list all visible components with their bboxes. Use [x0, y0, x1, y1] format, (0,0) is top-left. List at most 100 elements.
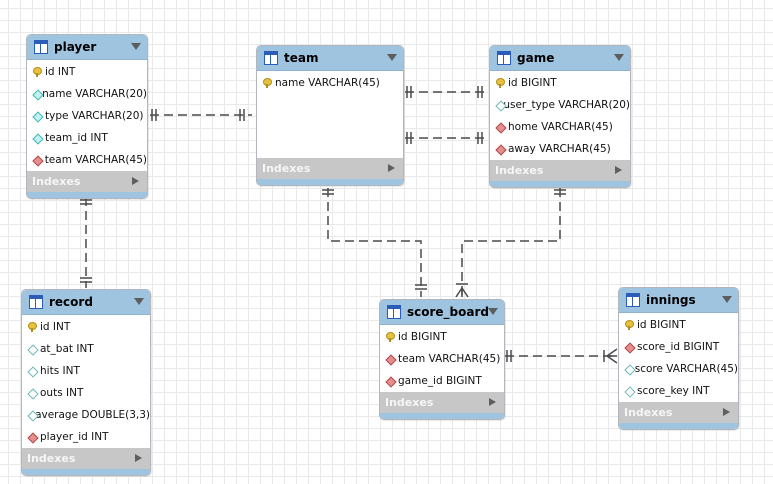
- column-label: id INT: [40, 321, 71, 333]
- collapse-toggle-icon[interactable]: [131, 43, 141, 50]
- collapse-toggle-icon[interactable]: [614, 54, 624, 61]
- table-column[interactable]: team VARCHAR(45): [27, 149, 147, 171]
- column-list: name VARCHAR(45): [257, 71, 403, 158]
- table-icon: [387, 305, 401, 319]
- table-column[interactable]: user_type VARCHAR(20): [490, 94, 630, 116]
- table-header[interactable]: game: [490, 46, 630, 71]
- table-team[interactable]: team name VARCHAR(45) Indexes: [256, 45, 404, 186]
- table-header[interactable]: innings: [619, 288, 738, 313]
- table-column[interactable]: team_id INT: [27, 127, 147, 149]
- table-column[interactable]: id INT: [22, 316, 150, 338]
- expand-indexes-icon[interactable]: [388, 164, 395, 172]
- expand-indexes-icon[interactable]: [135, 454, 142, 462]
- table-column[interactable]: id BIGINT: [619, 314, 738, 336]
- primary-key-icon: [262, 78, 272, 88]
- expand-indexes-icon[interactable]: [489, 398, 496, 406]
- foreign-key-diamond-icon: [32, 155, 42, 165]
- table-column[interactable]: id BIGINT: [380, 326, 504, 348]
- column-label: player_id INT: [40, 431, 109, 443]
- indexes-section[interactable]: Indexes: [257, 158, 403, 179]
- indexes-section[interactable]: Indexes: [619, 402, 738, 423]
- table-score-board[interactable]: score_board id BIGINT team VARCHAR(45) gam…: [379, 299, 505, 420]
- table-header[interactable]: record: [22, 290, 150, 315]
- table-title: score_board: [407, 305, 489, 319]
- table-footer: [490, 181, 630, 187]
- column-label: id BIGINT: [508, 77, 557, 89]
- collapse-toggle-icon[interactable]: [387, 54, 397, 61]
- primary-key-icon: [385, 332, 395, 342]
- expand-indexes-icon[interactable]: [723, 408, 730, 416]
- table-icon: [264, 51, 278, 65]
- table-column[interactable]: team VARCHAR(45): [380, 348, 504, 370]
- column-label: id BIGINT: [398, 331, 447, 343]
- table-column[interactable]: player_id INT: [22, 426, 150, 448]
- table-column[interactable]: score_id BIGINT: [619, 336, 738, 358]
- column-diamond-icon: [624, 386, 634, 396]
- table-footer: [380, 413, 504, 419]
- column-label: score VARCHAR(45): [634, 363, 738, 375]
- column-label: score_id BIGINT: [637, 341, 720, 353]
- table-header[interactable]: score_board: [380, 300, 504, 325]
- table-column[interactable]: average DOUBLE(3,3): [22, 404, 150, 426]
- table-column[interactable]: away VARCHAR(45): [490, 138, 630, 160]
- indexes-label: Indexes: [32, 175, 81, 188]
- collapse-toggle-icon[interactable]: [134, 298, 144, 305]
- column-diamond-icon: [27, 344, 37, 354]
- collapse-toggle-icon[interactable]: [722, 296, 732, 303]
- column-label: average DOUBLE(3,3): [35, 409, 150, 421]
- column-label: game_id BIGINT: [398, 375, 482, 387]
- collapse-toggle-icon[interactable]: [488, 308, 498, 315]
- table-icon: [29, 295, 43, 309]
- table-footer: [619, 423, 738, 429]
- indexes-section[interactable]: Indexes: [27, 171, 147, 192]
- table-column[interactable]: score_key INT: [619, 380, 738, 402]
- table-column[interactable]: game_id BIGINT: [380, 370, 504, 392]
- table-column[interactable]: outs INT: [22, 382, 150, 404]
- column-list: id BIGINT team VARCHAR(45) game_id BIGINT: [380, 325, 504, 392]
- table-header[interactable]: player: [27, 35, 147, 60]
- table-innings[interactable]: innings id BIGINT score_id BIGINT score VA…: [618, 287, 739, 430]
- column-diamond-icon: [495, 100, 500, 110]
- column-label: team_id INT: [45, 132, 108, 144]
- column-label: id INT: [45, 66, 76, 78]
- column-label: name VARCHAR(45): [275, 77, 380, 89]
- column-label: name VARCHAR(20): [42, 88, 147, 100]
- table-column[interactable]: id BIGINT: [490, 72, 630, 94]
- link-team-scoreboard: [327, 188, 422, 297]
- indexes-section[interactable]: Indexes: [380, 392, 504, 413]
- table-header[interactable]: team: [257, 46, 403, 71]
- expand-indexes-icon[interactable]: [615, 166, 622, 174]
- table-title: record: [49, 295, 93, 309]
- column-diamond-icon: [27, 388, 37, 398]
- table-player[interactable]: player id INT name VARCHAR(20) type VARCHA…: [26, 34, 148, 199]
- table-column[interactable]: name VARCHAR(45): [257, 72, 403, 94]
- table-column[interactable]: score VARCHAR(45): [619, 358, 738, 380]
- table-title: player: [54, 40, 97, 54]
- table-column[interactable]: at_bat INT: [22, 338, 150, 360]
- column-diamond-icon: [32, 133, 42, 143]
- column-label: home VARCHAR(45): [508, 121, 613, 133]
- indexes-section[interactable]: Indexes: [490, 160, 630, 181]
- column-diamond-icon: [32, 111, 42, 121]
- indexes-section[interactable]: Indexes: [22, 448, 150, 469]
- table-column[interactable]: id INT: [27, 61, 147, 83]
- table-column[interactable]: type VARCHAR(20): [27, 105, 147, 127]
- table-title: team: [284, 51, 319, 65]
- table-column[interactable]: hits INT: [22, 360, 150, 382]
- table-title: game: [517, 51, 555, 65]
- table-column[interactable]: name VARCHAR(20): [27, 83, 147, 105]
- foreign-key-diamond-icon: [624, 342, 634, 352]
- primary-key-icon: [32, 67, 42, 77]
- table-icon: [34, 40, 48, 54]
- column-label: type VARCHAR(20): [45, 110, 144, 122]
- table-title: innings: [646, 293, 696, 307]
- indexes-label: Indexes: [27, 452, 76, 465]
- foreign-key-diamond-icon: [385, 376, 395, 386]
- indexes-label: Indexes: [495, 164, 544, 177]
- expand-indexes-icon[interactable]: [132, 177, 139, 185]
- table-game[interactable]: game id BIGINT user_type VARCHAR(20) home …: [489, 45, 631, 188]
- column-diamond-icon: [27, 366, 37, 376]
- table-column[interactable]: home VARCHAR(45): [490, 116, 630, 138]
